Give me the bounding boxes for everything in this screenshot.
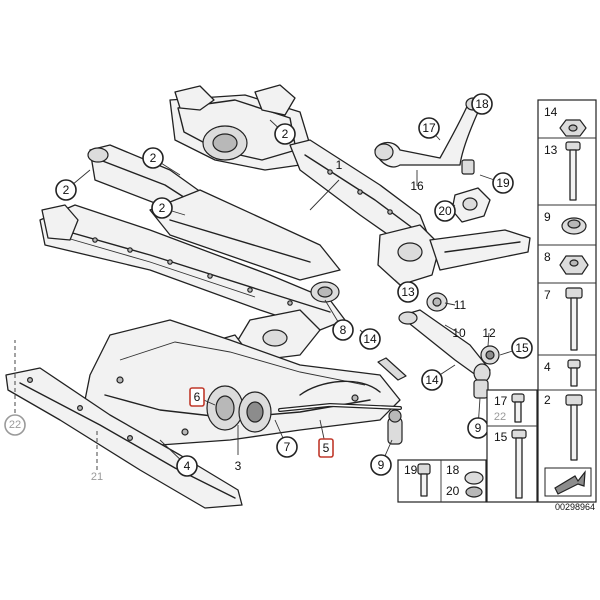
fastener-panel-bottom: 19 18 20 [397,459,487,503]
svg-text:11: 11 [454,298,467,312]
svg-text:14: 14 [363,332,377,346]
lower-control-arm [398,309,491,399]
svg-text:17: 17 [422,121,436,135]
svg-text:19: 19 [496,176,510,190]
callout-4: 4 [176,455,198,477]
callout-13: 13 [397,281,419,303]
diagram-id: 00298964 [555,502,595,512]
svg-text:14: 14 [544,105,558,119]
svg-text:12: 12 [482,326,496,340]
svg-text:8: 8 [340,323,347,337]
stabilizer-link-bar [278,380,403,445]
svg-text:18: 18 [446,463,460,477]
callout-14b: 14 [421,369,443,391]
callout-21: 21 [91,471,103,483]
svg-text:20: 20 [446,484,460,498]
svg-text:15: 15 [515,341,529,355]
svg-text:13: 13 [544,143,558,157]
callout-9a: 9 [370,454,392,476]
callout-18: 18 [471,93,493,115]
svg-text:20: 20 [438,204,452,218]
callout-7: 7 [276,436,298,458]
svg-text:22: 22 [9,419,21,431]
callout-2a: 2 [274,123,296,145]
pin-rod [377,357,407,381]
svg-text:2: 2 [150,151,157,165]
svg-text:1: 1 [336,158,343,172]
bracket-20 [451,187,491,223]
callout-3: 3 [235,459,242,473]
svg-text:15: 15 [494,430,508,444]
callout-5-highlight: 5 [318,438,334,458]
svg-text:2: 2 [159,201,166,215]
svg-text:5: 5 [323,441,330,455]
bushing-12 [480,345,500,365]
callout-8: 8 [332,319,354,341]
fastener-panel-middle: 17 22 15 [486,389,538,503]
svg-text:18: 18 [475,97,489,111]
rubber-mount-assembly [206,385,272,433]
callout-22: 22 [4,414,26,436]
svg-text:4: 4 [184,459,191,473]
bushing-11 [426,292,448,312]
callout-14a: 14 [359,328,381,350]
callout-20: 20 [434,200,456,222]
svg-text:6: 6 [194,390,201,404]
callout-19: 19 [492,172,514,194]
svg-text:13: 13 [401,285,415,299]
front-axle-carrier-subframe [39,84,531,373]
callout-2b: 2 [142,147,164,169]
svg-text:3: 3 [235,459,242,473]
svg-text:2: 2 [544,393,551,407]
svg-text:14: 14 [425,373,439,387]
svg-text:17: 17 [494,394,508,408]
callout-11: 11 [454,298,467,312]
callout-1: 1 [336,158,343,172]
callout-17: 17 [418,117,440,139]
callout-6-highlight: 6 [189,387,205,407]
svg-text:9: 9 [475,421,482,435]
callout-15: 15 [511,337,533,359]
svg-text:21: 21 [91,471,103,483]
svg-text:2: 2 [63,183,70,197]
callout-2c: 2 [55,179,77,201]
svg-text:7: 7 [544,288,551,302]
svg-text:22: 22 [494,411,506,423]
svg-text:4: 4 [544,360,551,374]
svg-text:9: 9 [544,210,551,224]
callout-9b: 9 [467,417,489,439]
svg-text:7: 7 [284,440,291,454]
svg-text:16: 16 [410,179,424,193]
callout-2d: 2 [151,197,173,219]
callout-16: 16 [410,179,424,193]
callout-12: 12 [482,326,496,340]
svg-text:2: 2 [282,127,289,141]
callout-10: 10 [452,326,466,340]
svg-text:10: 10 [452,326,466,340]
svg-text:19: 19 [404,463,418,477]
svg-text:9: 9 [378,458,385,472]
svg-text:8: 8 [544,250,551,264]
fastener-panel: 14 13 9 8 7 4 2 [537,99,597,503]
